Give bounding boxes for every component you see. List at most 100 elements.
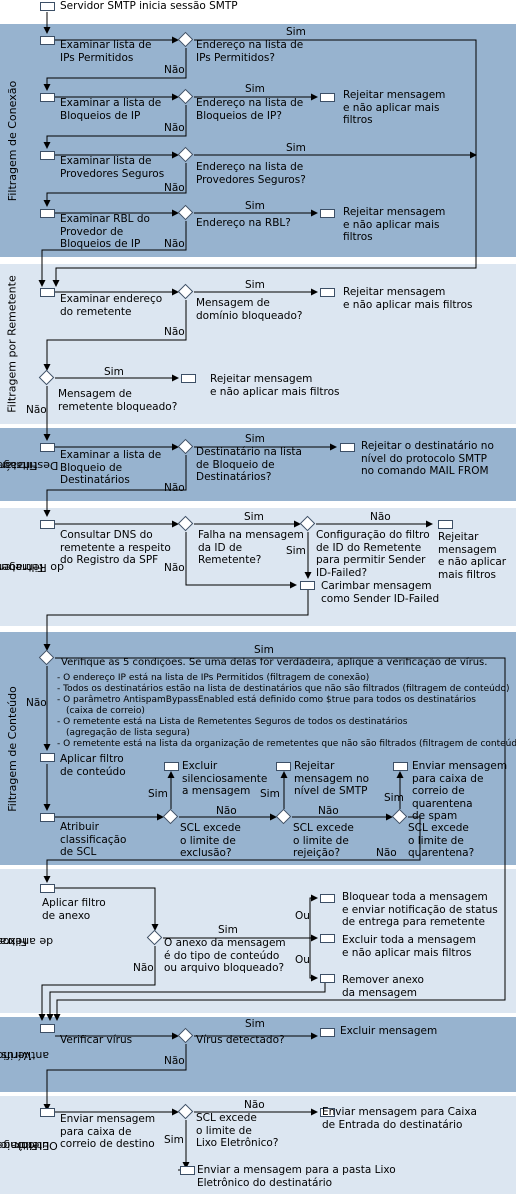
decision-rbl-label: Endereço na RBL?	[196, 217, 291, 229]
reject-blocked-domain-box	[320, 288, 335, 297]
step-sender-address	[40, 288, 55, 297]
senderid-filtering-band	[0, 508, 516, 626]
antivirus-band	[0, 1017, 516, 1092]
junk-folder-box	[180, 1166, 195, 1175]
content-filtering-band	[0, 632, 516, 865]
recipient-filtering-band	[0, 428, 516, 501]
no-label: Não	[133, 962, 154, 974]
yes-label: Sim	[286, 142, 306, 154]
no-label: Não	[244, 1099, 265, 1111]
yes-label: Sim	[245, 200, 265, 212]
no-label: Não	[164, 64, 185, 76]
yes-label: Sim	[260, 788, 280, 800]
stamp-senderid-box	[300, 581, 315, 590]
no-label: Não	[164, 182, 185, 194]
yes-label: Sim	[245, 1018, 265, 1030]
step-safe-providers	[40, 151, 55, 160]
step-recipient-blocklist	[40, 443, 55, 452]
yes-label: Sim	[245, 83, 265, 95]
sender-filtering-band	[0, 264, 516, 424]
yes-label: Sim	[254, 644, 274, 656]
no-label: Não	[164, 326, 185, 338]
yes-label: Sim	[384, 792, 404, 804]
content-conditions-list: - O endereço IP está na lista de IPs Per…	[57, 673, 516, 750]
yes-label: Sim	[148, 788, 168, 800]
reject-senderid-box	[438, 520, 453, 529]
yes-label: Sim	[244, 511, 264, 523]
content-check-label: Verifique as 5 condições. Se uma delas f…	[61, 657, 488, 668]
condition-4: - O remetente está na Lista de Remetente…	[57, 717, 408, 727]
or-label: Ou	[295, 954, 310, 966]
yes-label: Sim	[104, 366, 124, 378]
no-label: Não	[318, 805, 339, 817]
condition-2: - Todos os destinatários estão na lista …	[57, 684, 510, 694]
condition-1: - O endereço IP está na lista de IPs Per…	[57, 673, 370, 683]
no-label: Não	[26, 697, 47, 709]
reject-recipient-box	[340, 443, 355, 452]
condition-4b: (agregação de lista segura)	[66, 728, 190, 738]
no-label: Não	[164, 482, 185, 494]
yes-label: Sim	[245, 433, 265, 445]
no-label: Não	[164, 1055, 185, 1067]
reject-smtp-box	[276, 762, 291, 771]
step-ip-blocklist	[40, 93, 55, 102]
inbox-box	[320, 1108, 335, 1117]
condition-3b: (caixa de correio)	[66, 706, 145, 716]
reject-blocked-sender-box	[181, 374, 196, 383]
yes-label: Sim	[286, 545, 306, 557]
no-label: Não	[376, 847, 397, 859]
block-notify-box	[320, 894, 335, 903]
no-label: Não	[164, 238, 185, 250]
no-label: Não	[26, 404, 47, 416]
start-box	[40, 2, 55, 11]
condition-3: - O parâmetro AntispamBypassEnabled está…	[57, 695, 476, 705]
delete-silently-box	[164, 762, 179, 771]
condition-5: - O remetente está na lista da organizaç…	[57, 739, 516, 749]
step-apply-content-filter	[40, 753, 55, 762]
connection-filtering-band	[0, 24, 516, 257]
delete-virus-box	[320, 1028, 335, 1037]
no-label: Não	[164, 562, 185, 574]
quarantine-box	[393, 762, 408, 771]
no-label: Não	[164, 122, 185, 134]
no-label: Não	[216, 805, 237, 817]
step-rbl	[40, 209, 55, 218]
reject-ip-blocklist-box	[320, 93, 335, 102]
step-attachment-filter	[40, 884, 55, 893]
step-deliver-mailbox	[40, 1108, 55, 1117]
